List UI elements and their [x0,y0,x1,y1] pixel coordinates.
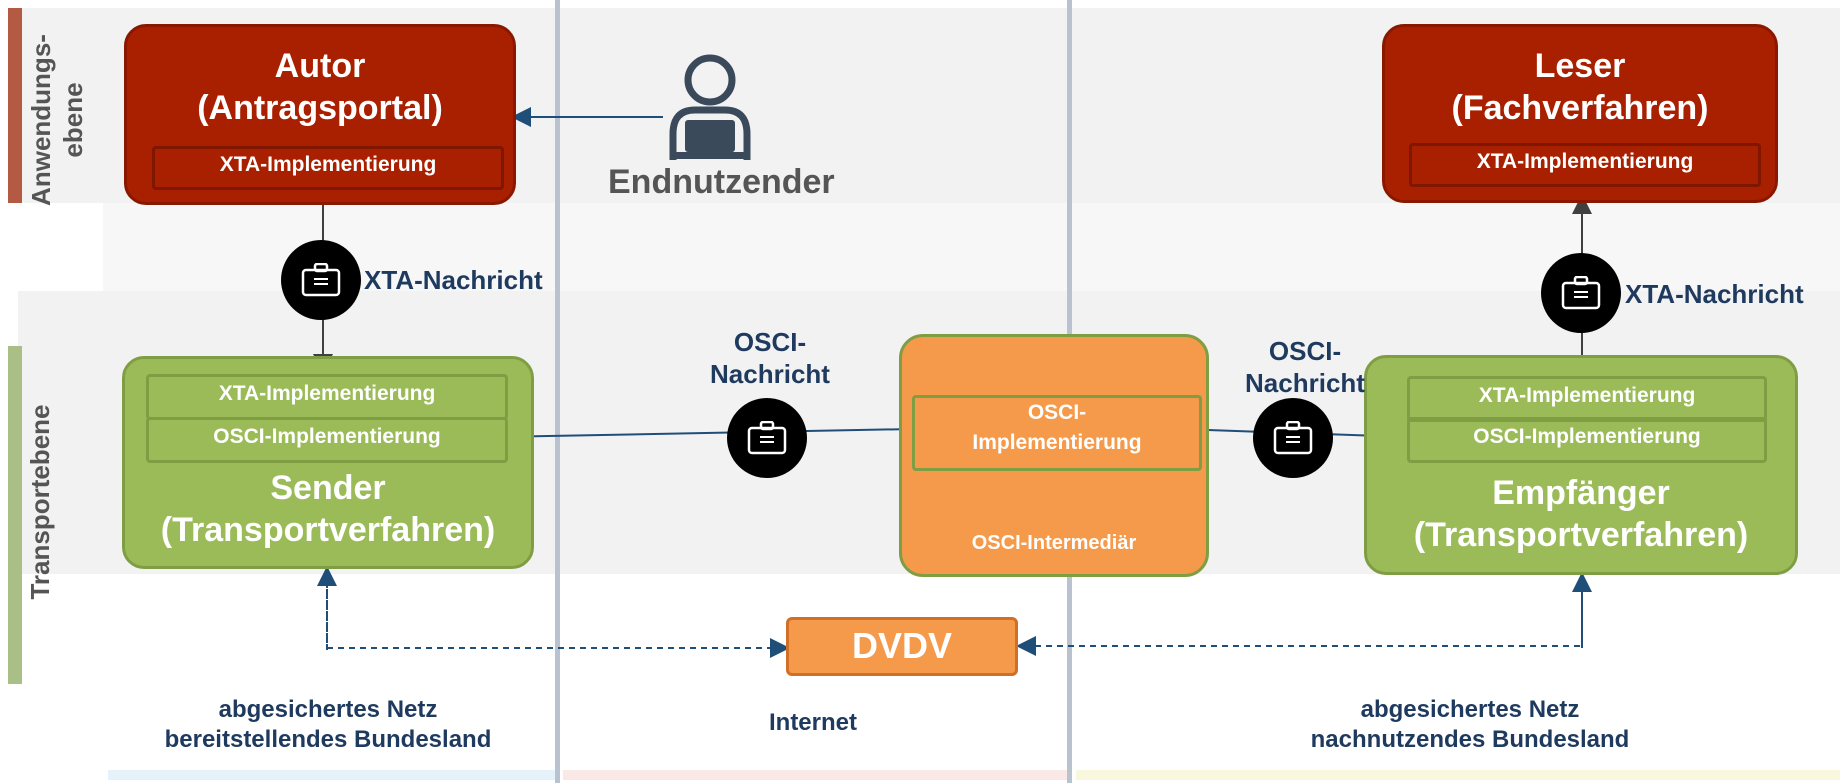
zone-right-label: abgesichertes Netz nachnutzendes Bundesl… [1310,696,1630,753]
sender-box: XTA-Implementierung OSCI-Implementierung… [122,356,534,569]
envelope-briefcase-icon [1273,421,1313,455]
osci-message-right-label: OSCI- Nachricht [1245,336,1365,398]
transport-layer-bar [8,346,22,684]
zone-middle-underline [563,770,1068,780]
author-title: Autor (Antragsportal) [197,47,443,127]
envelope-briefcase-icon [301,263,341,297]
envelope-briefcase-icon [747,421,787,455]
application-layer-bar [8,8,22,203]
laptop-user-icon [669,54,751,160]
receiver-box: XTA-Implementierung OSCI-Implementierung… [1364,355,1798,575]
xta-message-right-label: XTA-Nachricht [1625,279,1804,309]
sender-title: Sender (Transportverfahren) [160,469,496,549]
intermediary-title: OSCI-Intermediär [971,532,1137,554]
author-xta-impl: XTA-Implementierung [152,146,504,190]
osci-message-right-icon [1253,398,1333,478]
line-sender-to-intermediary [497,428,913,438]
enduser-label: Endnutzender [608,163,835,201]
xta-message-left-icon [281,240,361,320]
zone-divider-left [555,0,560,783]
zone-middle-label: Internet [768,709,857,736]
xta-message-left-label: XTA-Nachricht [364,265,543,295]
zone-left-label: abgesichertes Netz bereitstellendes Bund… [164,696,492,753]
receiver-xta-impl: XTA-Implementierung [1407,376,1767,422]
osci-message-left-label: OSCI- Nachricht [710,327,830,389]
reader-xta-impl: XTA-Implementierung [1409,143,1761,187]
intermediary-osci-impl: OSCI- Implementierung [912,395,1202,471]
zone-right-underline [1076,770,1840,780]
osci-intermediary-box: OSCI- Implementierung OSCI-Intermediär [899,334,1209,577]
dashed-receiver-dvdv [1016,582,1583,656]
envelope-briefcase-icon [1561,276,1601,310]
xta-message-right-icon [1541,253,1621,333]
receiver-title: Empfänger (Transportverfahren) [1413,474,1749,554]
dashed-sender-dvdv [326,582,790,658]
reader-box: Leser (Fachverfahren) XTA-Implementierun… [1382,24,1778,203]
zone-left-underline [108,770,558,780]
sender-xta-impl: XTA-Implementierung [146,374,508,420]
receiver-osci-impl: OSCI-Implementierung [1407,417,1767,463]
author-box: Autor (Antragsportal) XTA-Implementierun… [124,24,516,205]
osci-message-left-icon [727,398,807,478]
reader-title: Leser (Fachverfahren) [1451,47,1709,127]
sender-osci-impl: OSCI-Implementierung [146,417,508,463]
dvdv-box: DVDV [786,617,1018,676]
